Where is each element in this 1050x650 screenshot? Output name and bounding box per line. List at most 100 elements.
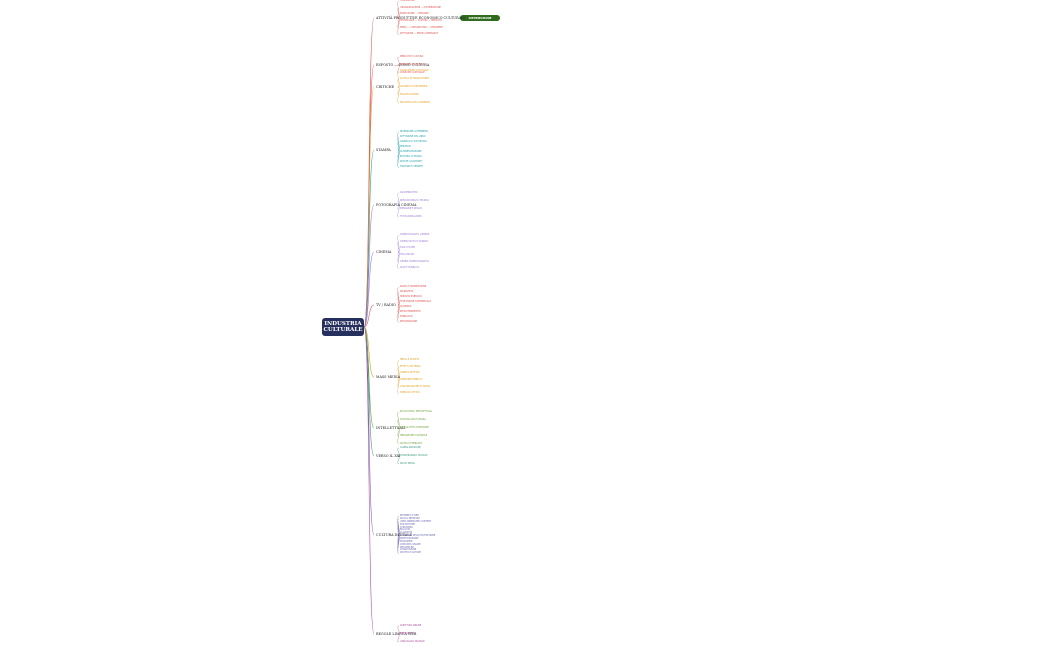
sub-node[interactable]: GENERI CINEMATOGRAFICI xyxy=(400,259,430,263)
sub-node[interactable]: CULTURA ALTA E BASSA xyxy=(400,417,426,421)
sub-node[interactable]: NUOVI MEDIA xyxy=(400,461,415,465)
sub-node[interactable]: COMUNICAZIONE DI MASSA xyxy=(400,384,431,388)
sub-node[interactable]: SOCIAL NETWORK xyxy=(400,516,420,520)
sub-link xyxy=(397,17,400,35)
sub-node[interactable]: INFORMAZIONE xyxy=(400,320,418,324)
sub-node[interactable]: RIVISTE ILLUSTRATE xyxy=(400,160,422,164)
sub-node[interactable]: TELEVISIONE COMMERCIALE xyxy=(400,300,432,304)
sub-node[interactable]: RADIO E TRASMISSIONE xyxy=(400,285,427,289)
sub-node[interactable]: PRODUZIONE — PERSONE xyxy=(400,12,429,16)
root-node[interactable]: INDUSTRIA CULTURALE xyxy=(322,318,364,336)
sub-node[interactable]: ADORNO E HORKHEIMER xyxy=(400,84,428,88)
sub-node[interactable]: IMMAGINE E REALTÀ xyxy=(400,206,422,210)
branch-node[interactable]: VERSO IL XXI xyxy=(376,454,401,458)
sub-link xyxy=(397,360,400,378)
sub-node[interactable]: MEDIA E SOCIETÀ xyxy=(400,358,420,362)
sub-node[interactable]: DIFFUSIONE — MEZZI ALTERNATIVI xyxy=(400,32,439,36)
sub-node[interactable]: DIRITTO D'AUTORE xyxy=(400,551,421,555)
branch-node[interactable]: ATTIVITÀ PRODUTTIVE ECONOMICO CULTURALI xyxy=(376,16,465,20)
branch-node[interactable]: STAMPA xyxy=(376,148,391,152)
sub-node[interactable]: ORGANIZZAZIONE — DISTRIBUZIONE xyxy=(400,5,441,9)
branch-node[interactable]: MASS MEDIA xyxy=(376,375,401,379)
sub-node[interactable]: FORMAZIONE xyxy=(400,0,415,3)
sub-node[interactable]: DAGHERROTIPO xyxy=(400,190,418,194)
branch-link xyxy=(363,304,375,328)
sub-node[interactable]: MEDIAZIONE CULTURALE xyxy=(400,433,428,437)
sub-link xyxy=(397,1,400,19)
sub-node[interactable]: CINEMA MUTO E SONORO xyxy=(400,239,429,243)
sub-node[interactable]: ALGORITMI xyxy=(400,531,413,535)
sub-node[interactable]: INVENZIONE GUTENBERG xyxy=(400,130,429,134)
sub-node[interactable]: CONSUMISMO CULTURALE xyxy=(400,68,429,72)
sub-node[interactable]: HOLLYWOOD xyxy=(400,253,415,257)
sub-link xyxy=(397,78,400,88)
sub-node[interactable]: STREAMING xyxy=(400,525,413,529)
sub-node[interactable]: SALE E PUBBLICO xyxy=(400,266,420,270)
highlight-node[interactable]: DISTRIBUZIONE xyxy=(460,15,500,21)
sub-node[interactable]: PARTECIPAZIONE xyxy=(400,536,419,540)
sub-node[interactable]: NETIQUETTE xyxy=(400,631,414,635)
sub-node[interactable]: FOTOGIORNALISMO xyxy=(400,214,422,218)
sub-node[interactable]: GIORNALI E QUOTIDIANI xyxy=(400,140,427,144)
sub-node[interactable]: MERCATO E CULTURA xyxy=(400,54,424,58)
sub-node[interactable]: INTRATTENIMENTO xyxy=(400,310,421,314)
sub-node[interactable]: INDUSTRIA DEL CONSENSO xyxy=(400,100,431,104)
branch-link xyxy=(363,326,375,457)
sub-node[interactable]: PRODOTTI CULTURALI xyxy=(400,62,424,66)
branch-node[interactable]: CULTURA DIGITALE xyxy=(376,533,412,537)
sub-node[interactable]: CONVERGENZA DIGITALE xyxy=(400,453,428,457)
branch-link xyxy=(363,326,375,635)
sub-node[interactable]: PUBBLICO ATTIVO xyxy=(400,391,420,395)
branch-node[interactable]: CINEMA xyxy=(376,250,392,254)
sub-node[interactable]: TECNOLOGIE — CULTURA — MERCATO xyxy=(400,19,442,23)
sub-node[interactable]: INTERNET E WEB xyxy=(400,514,419,518)
sub-node[interactable]: BIG DATA xyxy=(400,528,411,532)
sub-node[interactable]: RIPRODUCIBILITÀ TECNICA xyxy=(400,198,430,202)
sub-node[interactable]: EFFETTI DEI MEDIA xyxy=(400,364,421,368)
sub-node[interactable]: SERVIZIO PUBBLICO xyxy=(400,295,422,299)
sub-node[interactable]: APOCALITTICI E INTEGRATI xyxy=(400,425,430,429)
sub-node[interactable]: ECONOMIA DELLE PIATTAFORME xyxy=(400,534,436,538)
sub-link xyxy=(397,304,400,323)
sub-node[interactable]: INFLUENCER xyxy=(400,545,414,549)
sub-node[interactable]: AGENDA SETTING xyxy=(400,371,420,375)
sub-node[interactable]: SCRITTURA ONLINE xyxy=(400,623,422,627)
sub-node[interactable]: LINGUAGGIO DIGITALE xyxy=(400,639,425,643)
sub-node[interactable]: PALINSESTO xyxy=(400,290,414,294)
branch-node[interactable]: INTELLETTUALI xyxy=(376,426,406,430)
sub-node[interactable]: PROSUMER xyxy=(400,539,413,543)
sub-node[interactable]: OPINIONE PUBBLICA xyxy=(400,378,423,382)
sub-link xyxy=(397,447,400,457)
branch-node[interactable]: FOTOGRAFIA CINEMA xyxy=(376,203,417,207)
sub-node[interactable]: RUOLO DEGLI INTELLETTUALI xyxy=(400,409,433,413)
sub-node[interactable]: CRITICA E MERCATO xyxy=(400,441,423,445)
sub-node[interactable]: MASSIFICAZIONE xyxy=(400,92,419,96)
branch-node[interactable]: ESPOSTO — DOMO CULTURA xyxy=(376,63,430,67)
sub-link xyxy=(397,235,400,253)
sub-node[interactable]: USER GENERATED CONTENT xyxy=(400,519,432,523)
sub-link xyxy=(397,297,400,306)
sub-node[interactable]: PUBBLICITÀ xyxy=(400,315,413,319)
sub-node[interactable]: COMUNITÀ ONLINE xyxy=(400,542,421,546)
sub-node[interactable]: PIATTAFORME xyxy=(400,522,416,526)
branch-node[interactable]: TV / RADIO xyxy=(376,303,396,307)
sub-node[interactable]: AUDIENCE xyxy=(400,305,412,309)
sub-node[interactable]: CONDIVISIONE xyxy=(400,548,417,552)
sub-link xyxy=(397,455,400,465)
sub-link xyxy=(397,149,400,168)
sub-node[interactable]: TIRATURE E VENDITE xyxy=(400,165,423,169)
sub-node[interactable]: DIFFUSIONE DEL LIBRO xyxy=(400,135,426,139)
branch-node[interactable]: CRITICHE xyxy=(376,85,395,89)
sub-node[interactable]: ALFABETIZZAZIONE xyxy=(400,150,422,154)
sub-node[interactable]: EDITORIA DI MASSA xyxy=(400,155,422,159)
branch-node[interactable]: REGOLE LINGUA WEB xyxy=(376,632,417,636)
sub-node[interactable]: CINEMATOGRAFO LUMIÈRE xyxy=(400,233,430,237)
sub-link xyxy=(397,633,400,643)
sub-node[interactable]: SCUOLA DI FRANCOFORTE xyxy=(400,76,429,80)
sub-node[interactable]: CONSUMO CULTURALE xyxy=(400,70,425,74)
sub-node[interactable]: PERIODICI xyxy=(400,145,412,149)
sub-node[interactable]: GLOBALIZZAZIONE xyxy=(400,445,421,449)
sub-node[interactable]: MERCI — CONSUMATORI — STRUMENTI xyxy=(400,25,444,29)
sub-node[interactable]: STAR SYSTEM xyxy=(400,246,415,250)
